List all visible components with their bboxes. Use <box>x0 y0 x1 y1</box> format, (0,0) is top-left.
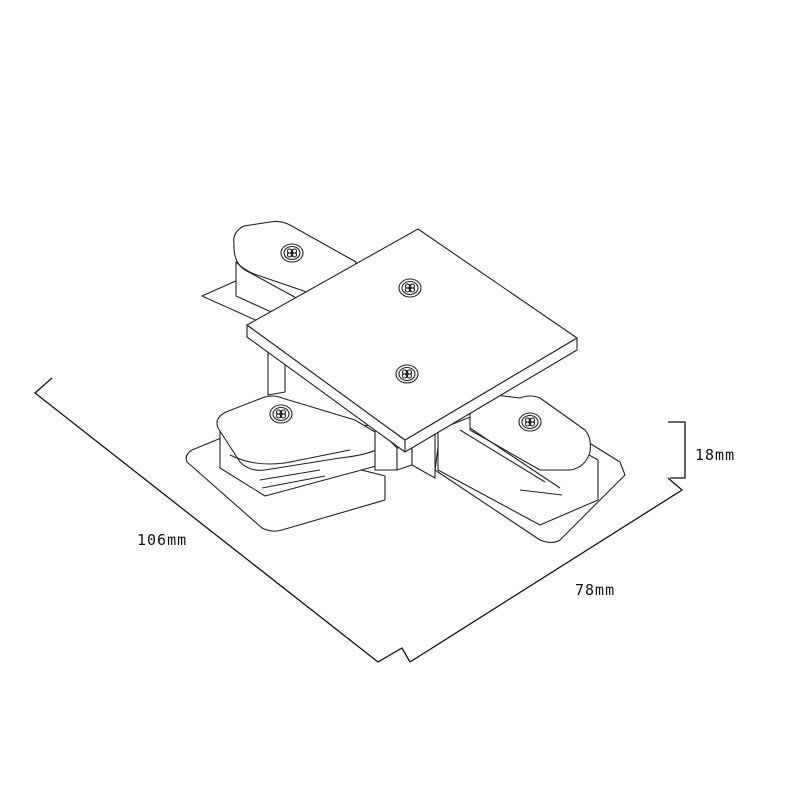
length-dimension-line <box>33 377 411 663</box>
screw-icon <box>395 364 419 384</box>
screw-icon <box>280 243 304 263</box>
height-dimension-line <box>668 421 686 479</box>
height-label: 18mm <box>695 446 736 464</box>
screw-icon <box>398 278 422 298</box>
length-label: 106mm <box>137 531 188 549</box>
width-label: 78mm <box>575 581 616 599</box>
screw-icon <box>518 412 542 432</box>
screw-icon <box>269 404 293 424</box>
top-plate <box>246 228 578 453</box>
width-dimension-line <box>409 477 684 663</box>
screws <box>269 243 542 432</box>
